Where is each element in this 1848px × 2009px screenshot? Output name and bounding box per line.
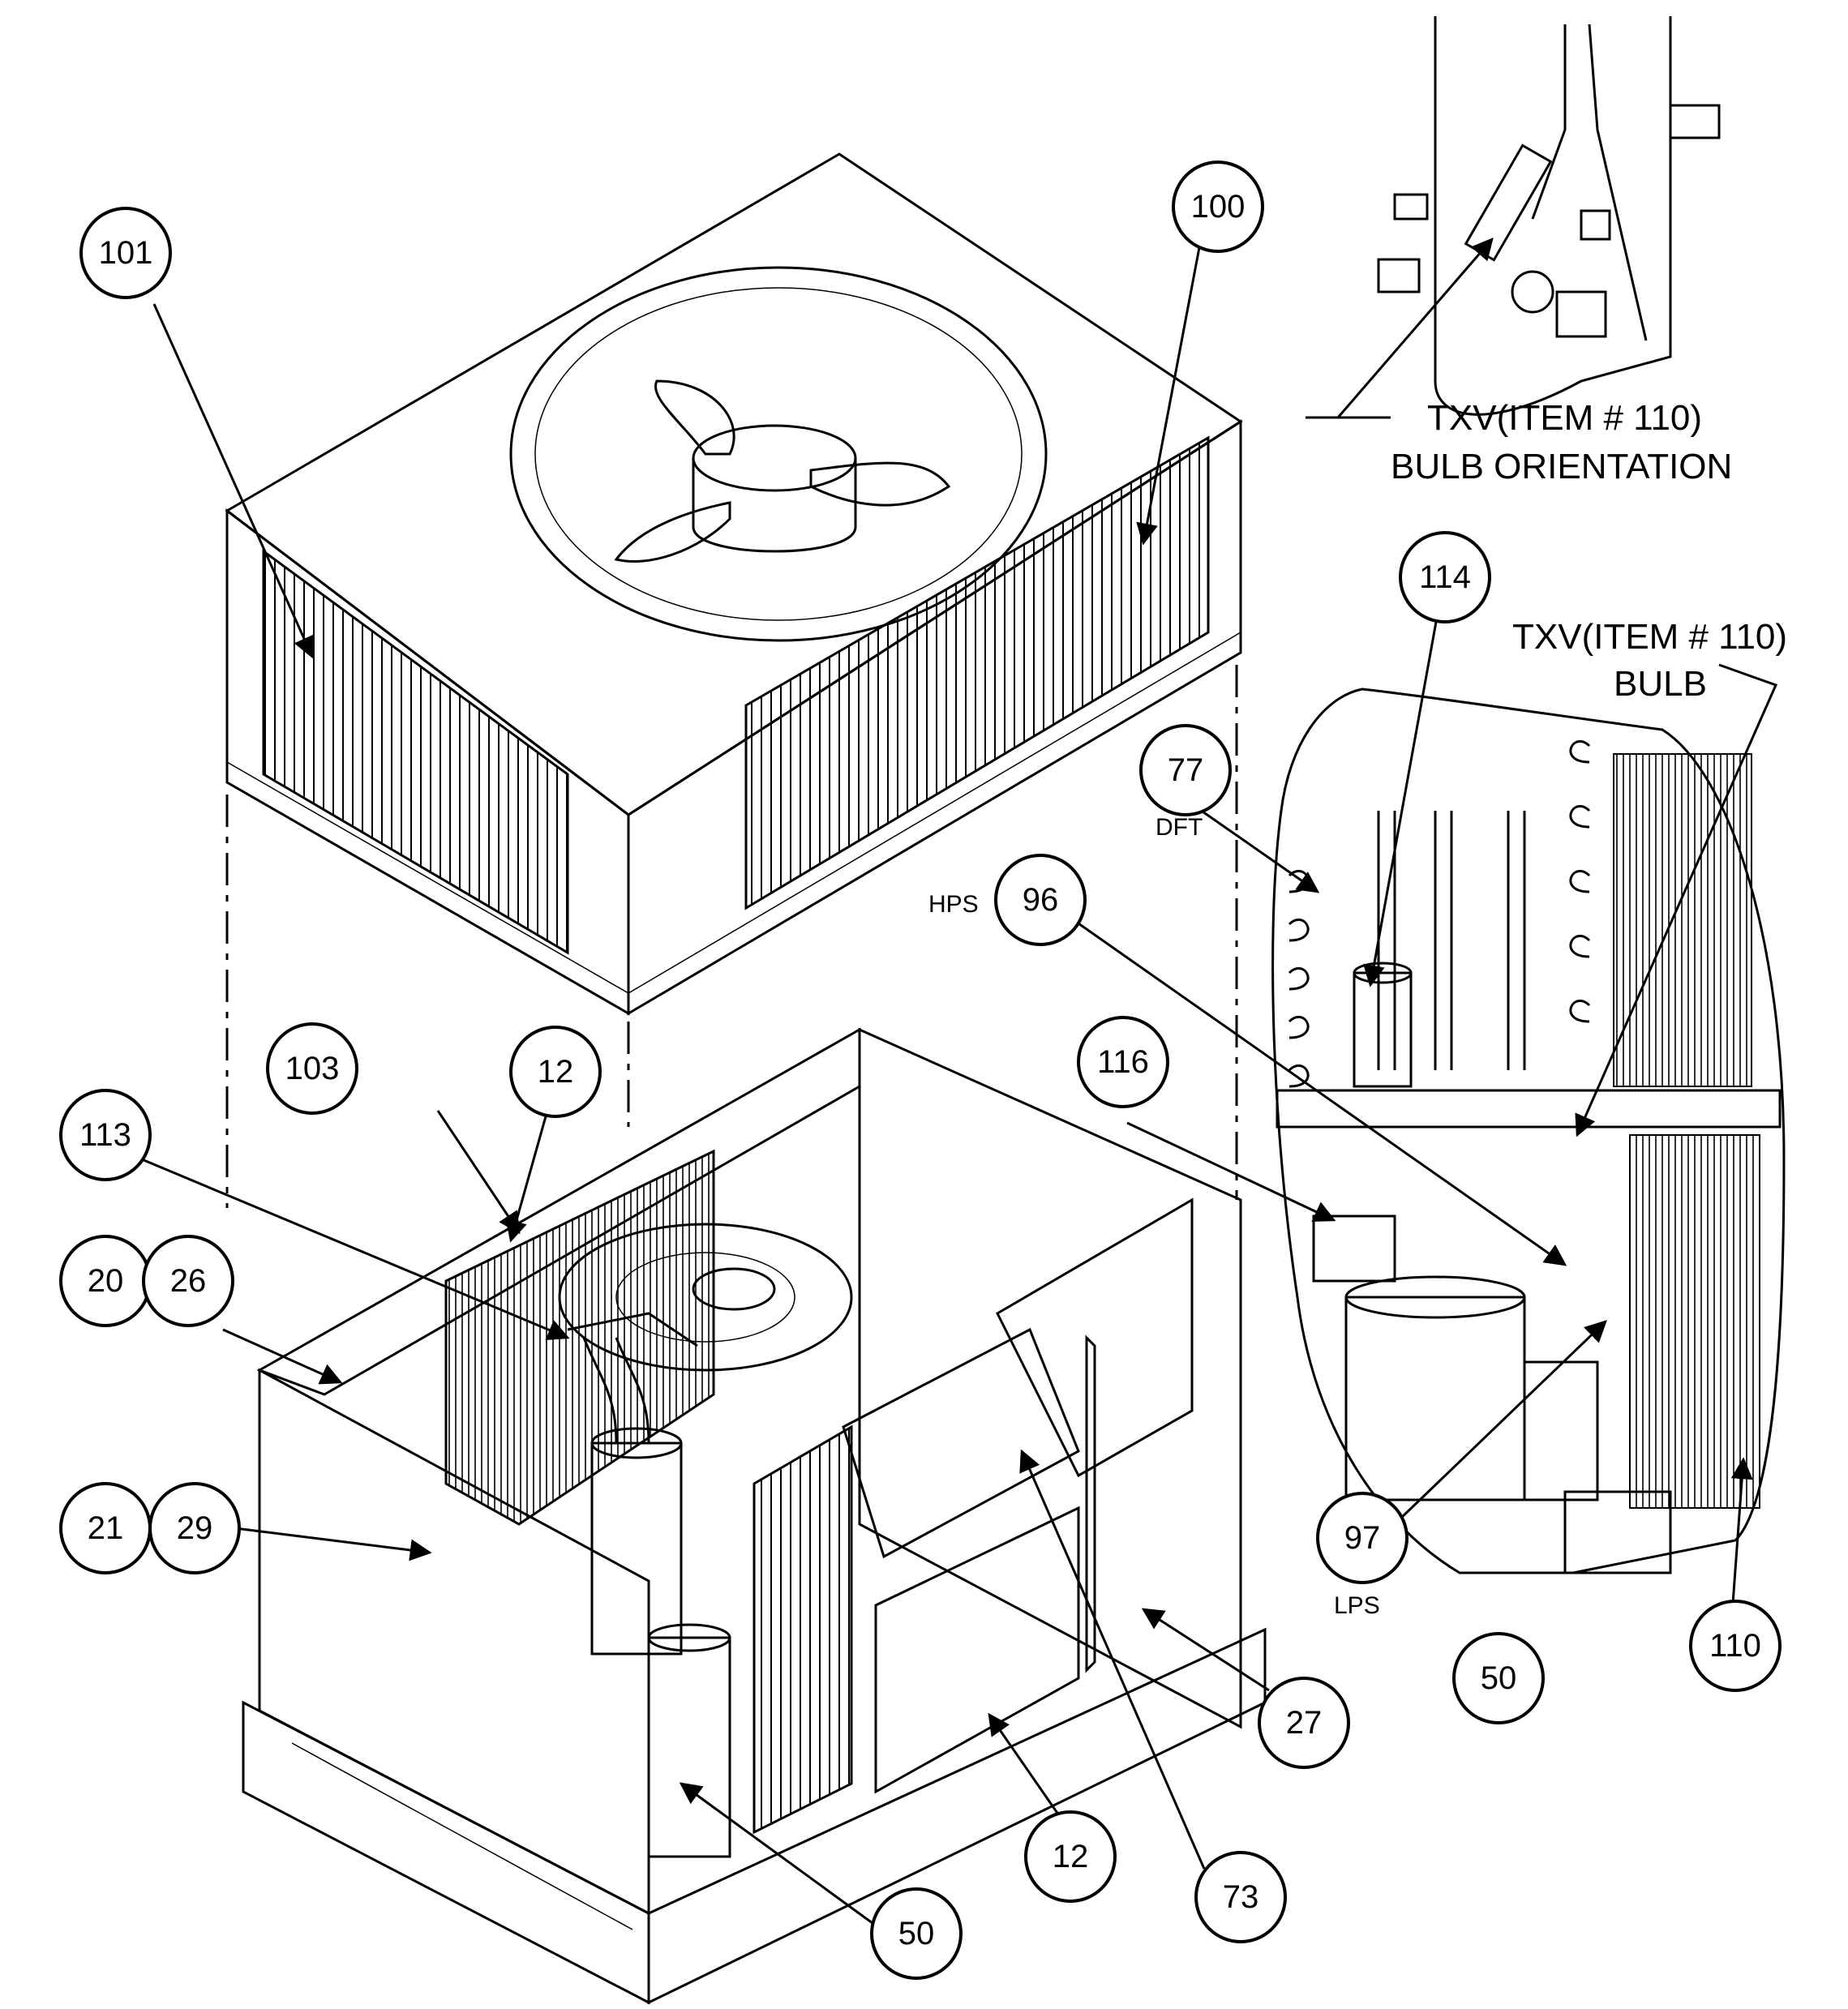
callout-110: 110 bbox=[1689, 1600, 1782, 1692]
svg-text:114: 114 bbox=[1419, 559, 1471, 595]
left-grille bbox=[262, 549, 569, 955]
callout-12-lower: 12 bbox=[1024, 1810, 1117, 1903]
callout-103: 103 bbox=[266, 1022, 358, 1115]
callout-27: 27 bbox=[1258, 1677, 1350, 1769]
callout-50-main: 50 bbox=[870, 1887, 963, 1980]
svg-text:113: 113 bbox=[79, 1117, 131, 1153]
txv-bulb-label-line2: BULB bbox=[1614, 664, 1707, 704]
leader-lines bbox=[141, 242, 1753, 1927]
svg-text:20: 20 bbox=[88, 1263, 124, 1299]
callout-97: 97 bbox=[1316, 1492, 1409, 1584]
svg-text:110: 110 bbox=[1709, 1628, 1761, 1664]
base-pan bbox=[242, 1700, 650, 2005]
compressor bbox=[590, 1427, 731, 1858]
svg-text:77: 77 bbox=[1168, 752, 1204, 788]
callout-20: 20 bbox=[59, 1235, 152, 1327]
svg-text:73: 73 bbox=[1223, 1879, 1259, 1915]
callout-101: 101 bbox=[79, 207, 172, 299]
svg-text:97: 97 bbox=[1344, 1520, 1381, 1556]
top-cover-assembly bbox=[225, 152, 1243, 1016]
callout-12-upper: 12 bbox=[509, 1026, 602, 1118]
svg-text:12: 12 bbox=[1053, 1839, 1089, 1874]
inset-txv-orientation: TXV(ITEM # 110) BULB ORIENTATION bbox=[1306, 16, 1732, 486]
callout-116: 116 bbox=[1077, 1016, 1169, 1108]
label-dft: DFT bbox=[1156, 814, 1203, 841]
blower-housing bbox=[558, 1223, 853, 1372]
callout-73: 73 bbox=[1194, 1851, 1287, 1943]
control-panel-73 bbox=[842, 1327, 1080, 1559]
callout-21: 21 bbox=[59, 1482, 152, 1574]
txv-orientation-label-line2: BULB ORIENTATION bbox=[1391, 447, 1732, 486]
label-hps: HPS bbox=[928, 891, 979, 918]
svg-text:29: 29 bbox=[177, 1510, 213, 1546]
txv-bulb-label-line1: TXV(ITEM # 110) bbox=[1512, 617, 1787, 657]
callout-77: 77 bbox=[1139, 724, 1232, 816]
svg-text:116: 116 bbox=[1097, 1044, 1149, 1080]
svg-text:101: 101 bbox=[99, 235, 153, 271]
callout-29: 29 bbox=[148, 1482, 241, 1574]
svg-text:50: 50 bbox=[898, 1916, 935, 1951]
fan-blades bbox=[614, 379, 951, 563]
svg-text:103: 103 bbox=[285, 1051, 340, 1086]
svg-text:26: 26 bbox=[170, 1263, 207, 1299]
svg-text:96: 96 bbox=[1023, 882, 1059, 918]
callout-26: 26 bbox=[142, 1235, 234, 1327]
evaporator-coil bbox=[752, 1424, 853, 1835]
svg-text:12: 12 bbox=[538, 1054, 574, 1090]
right-grille bbox=[744, 435, 1210, 910]
txv-orientation-label-line1: TXV(ITEM # 110) bbox=[1427, 398, 1702, 438]
svg-text:100: 100 bbox=[1191, 189, 1246, 225]
callout-100: 100 bbox=[1172, 161, 1264, 253]
callout-114: 114 bbox=[1399, 531, 1491, 623]
base-unit-assembly bbox=[242, 1027, 1267, 2005]
condenser-coil bbox=[444, 1149, 715, 1526]
fan-ring bbox=[509, 266, 1048, 642]
svg-text:27: 27 bbox=[1286, 1705, 1323, 1741]
svg-text:21: 21 bbox=[88, 1510, 124, 1546]
callout-96: 96 bbox=[994, 854, 1087, 946]
callout-113: 113 bbox=[59, 1089, 152, 1181]
label-lps: LPS bbox=[1334, 1592, 1380, 1619]
inset-txv-bulb-detail: TXV(ITEM # 110) BULB bbox=[1271, 617, 1787, 1574]
callout-50-inset: 50 bbox=[1452, 1632, 1545, 1724]
svg-text:50: 50 bbox=[1481, 1660, 1517, 1696]
access-panel-12 bbox=[874, 1506, 1080, 1794]
